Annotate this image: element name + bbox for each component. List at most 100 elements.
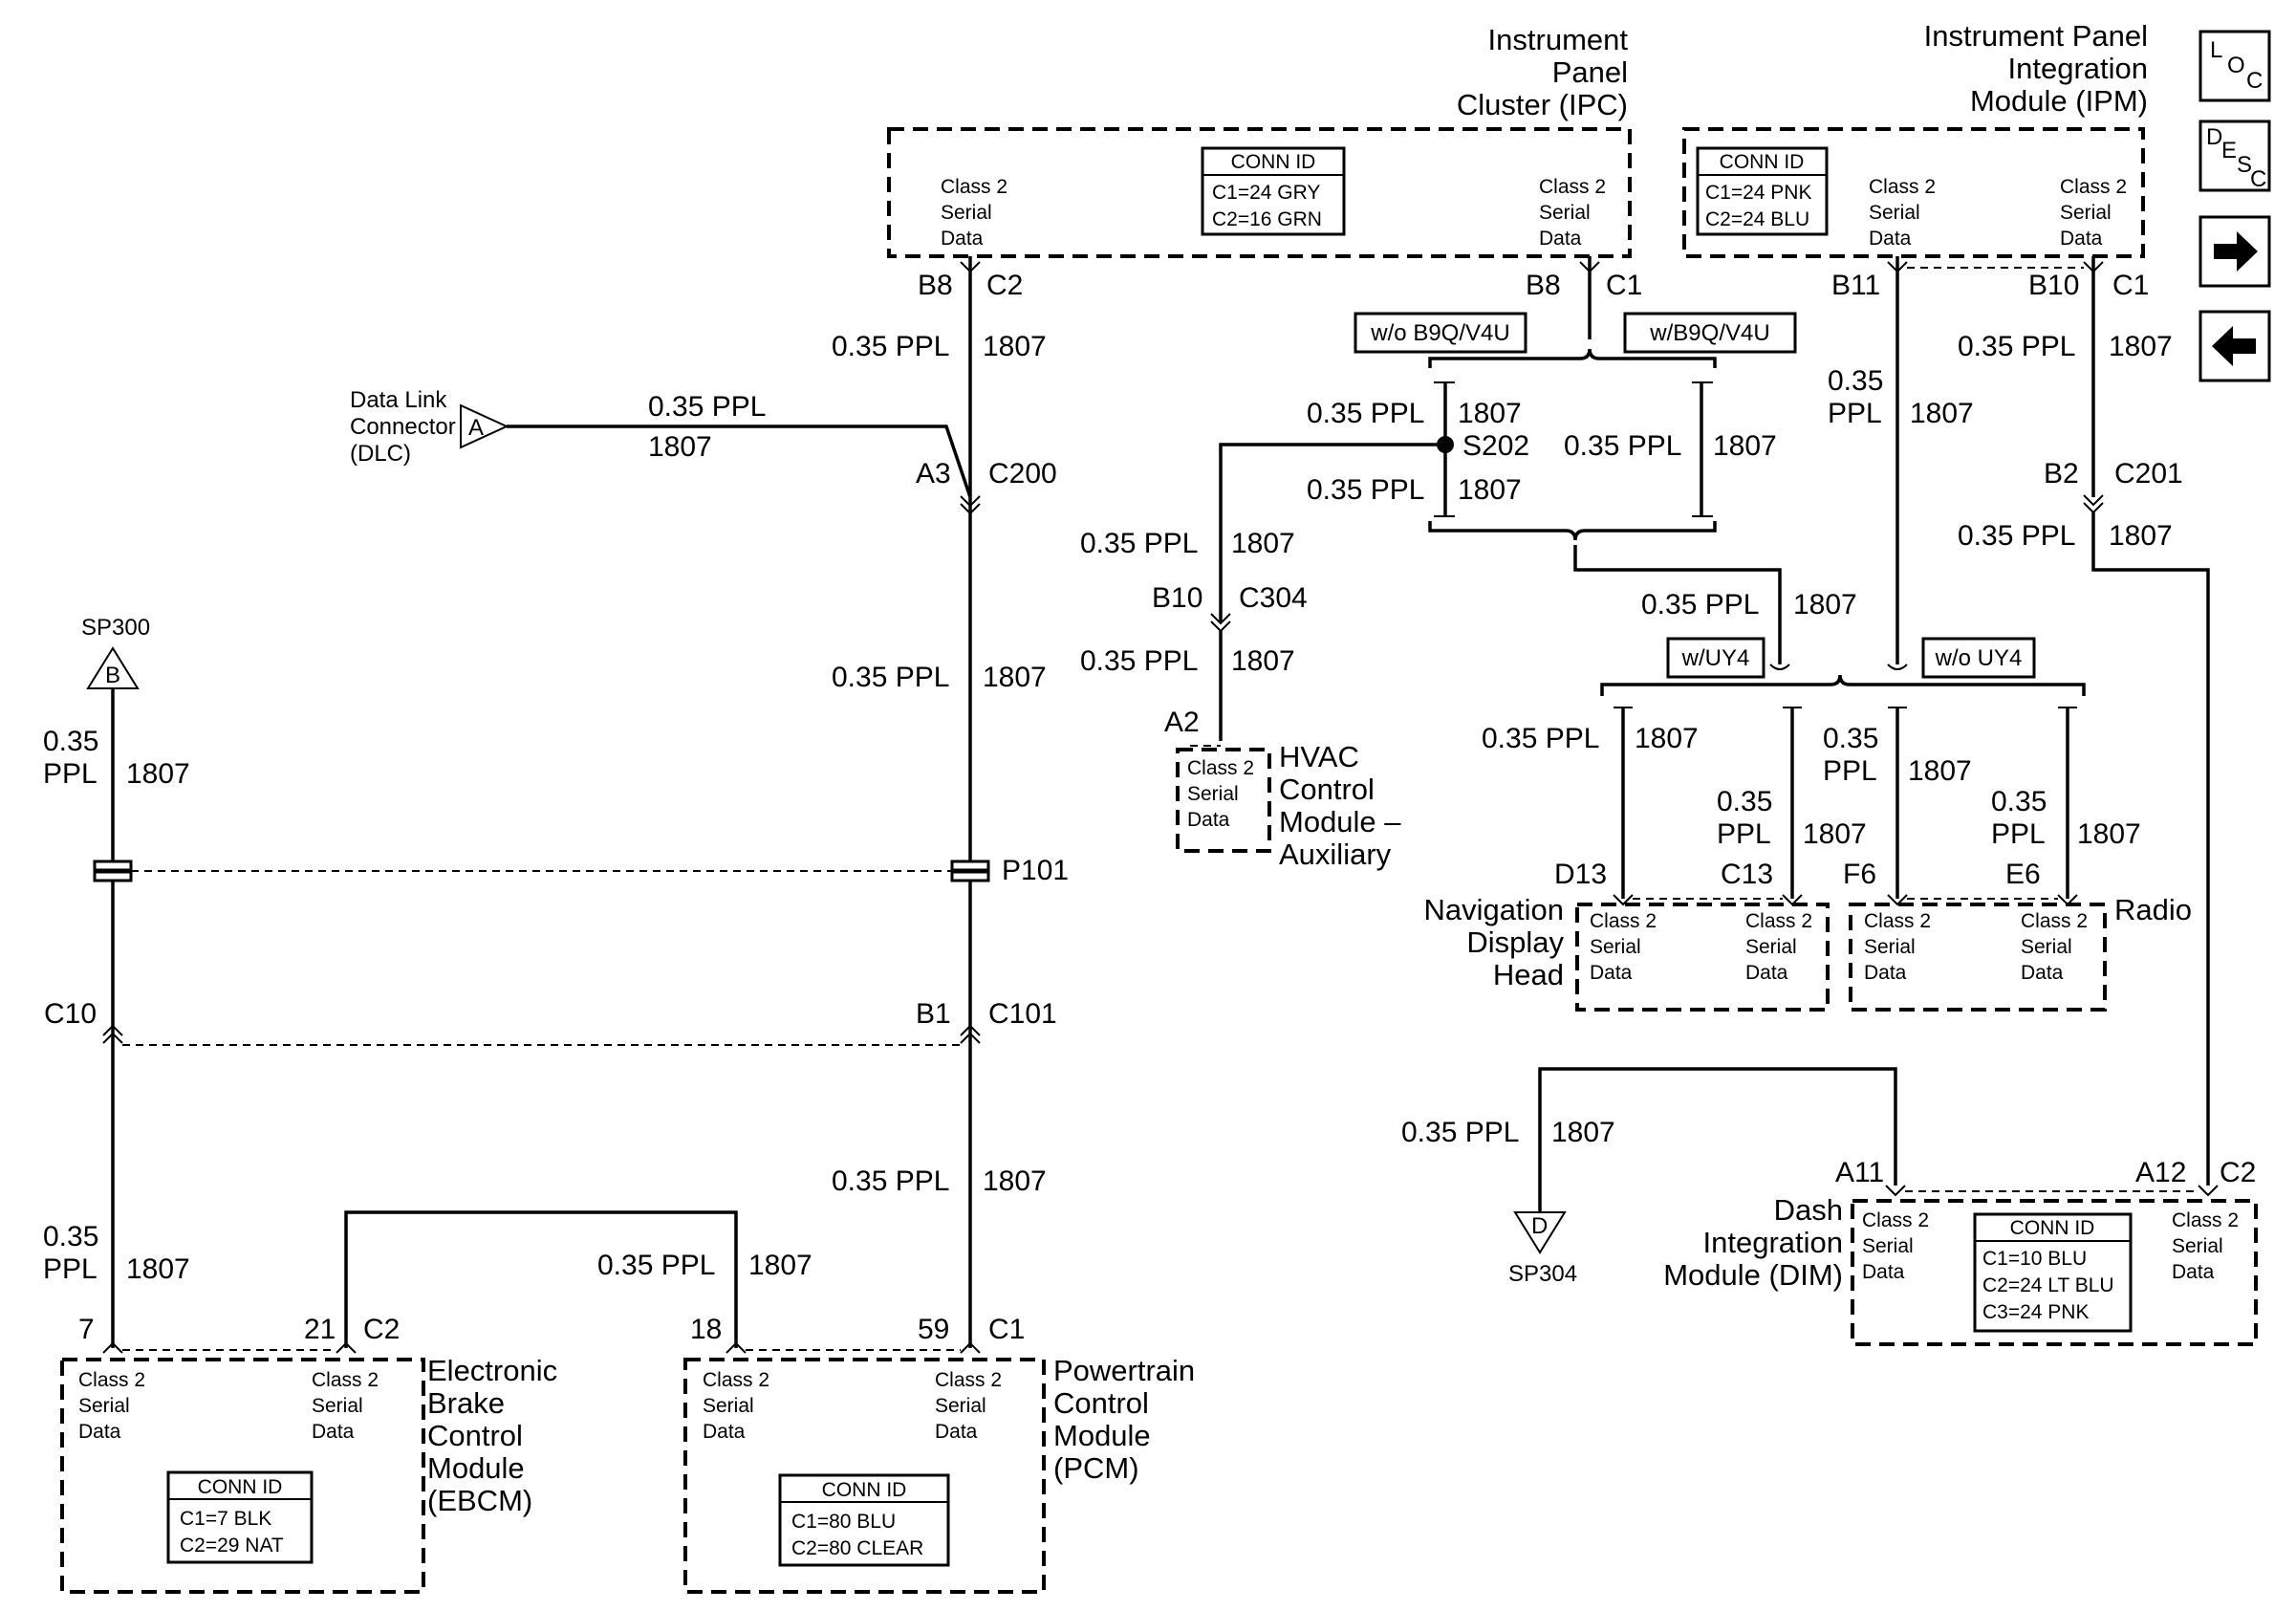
svg-text:Serial: Serial — [1745, 936, 1797, 958]
svg-text:1807: 1807 — [1713, 430, 1777, 462]
svg-text:CONN ID: CONN ID — [198, 1476, 283, 1498]
svg-text:C2=29 NAT: C2=29 NAT — [180, 1535, 284, 1557]
sp304-branch: D SP304 0.35 PPL 1807 — [1401, 1067, 1897, 1287]
svg-text:1807: 1807 — [2109, 331, 2173, 362]
svg-text:Serial: Serial — [941, 202, 992, 224]
loc-button[interactable]: L O C — [2199, 30, 2271, 102]
ipc-pin-c2: C2 — [986, 270, 1023, 301]
svg-text:0.35 PPL: 0.35 PPL — [1307, 474, 1424, 506]
main-trunk: B8 C2 0.35 PPL 1807 A3 C200 0.35 PPL 180… — [832, 256, 1069, 1348]
c101-pin: B1 — [916, 998, 951, 1030]
loc-icon[interactable] — [2199, 30, 2271, 102]
svg-text:0.35 PPL: 0.35 PPL — [832, 1165, 949, 1197]
svg-text:Class 2: Class 2 — [2172, 1209, 2239, 1231]
svg-text:0.35 PPL: 0.35 PPL — [1958, 520, 2075, 552]
svg-text:C1=80 BLU: C1=80 BLU — [791, 1511, 896, 1533]
ipc-name-line1: Instrument — [1488, 23, 1629, 56]
svg-text:Data: Data — [2060, 228, 2103, 250]
svg-text:1807: 1807 — [1231, 645, 1295, 677]
svg-text:Electronic: Electronic — [427, 1354, 557, 1387]
svg-text:Class 2: Class 2 — [2060, 176, 2127, 198]
svg-text:w/o UY4: w/o UY4 — [1935, 645, 2023, 671]
svg-text:Serial: Serial — [1862, 1235, 1914, 1257]
svg-text:1807: 1807 — [1231, 528, 1295, 559]
svg-text:Module: Module — [1053, 1419, 1151, 1452]
svg-text:D: D — [1531, 1213, 1548, 1239]
svg-text:C1=7 BLK: C1=7 BLK — [180, 1508, 271, 1530]
svg-text:Display: Display — [1466, 925, 1564, 959]
c201-label: C201 — [2114, 458, 2183, 490]
svg-text:0.35 PPL: 0.35 PPL — [1401, 1117, 1519, 1148]
s202-label: S202 — [1462, 430, 1529, 462]
dim-module: A11 A12 C2 Class 2 Serial Data Class 2 S… — [1663, 1157, 2258, 1346]
ipm-name-line1: Instrument Panel — [1924, 19, 2148, 53]
svg-text:Class 2: Class 2 — [935, 1369, 1002, 1391]
svg-text:0.35 PPL: 0.35 PPL — [1958, 331, 2075, 362]
svg-text:Data: Data — [1187, 809, 1230, 831]
ipm-conn-id-box: CONN ID C1=24 PNK C2=24 BLU — [1696, 146, 1829, 236]
svg-text:Brake: Brake — [427, 1386, 505, 1420]
svg-text:Module –: Module – — [1279, 805, 1401, 838]
svg-text:Serial: Serial — [2172, 1235, 2223, 1257]
pcm-conn-id-box: CONN ID C1=80 BLU C2=80 CLEAR — [778, 1473, 950, 1567]
svg-text:0.35: 0.35 — [1991, 786, 2047, 817]
svg-text:S: S — [2237, 152, 2252, 178]
svg-text:O: O — [2227, 53, 2245, 78]
svg-text:Data: Data — [2172, 1261, 2215, 1283]
svg-text:Class 2: Class 2 — [941, 176, 1007, 198]
svg-text:A: A — [468, 415, 484, 441]
svg-text:Class 2: Class 2 — [1539, 176, 1606, 198]
svg-text:Data: Data — [1590, 962, 1633, 984]
svg-text:1807: 1807 — [748, 1250, 812, 1281]
svg-text:Data: Data — [703, 1421, 746, 1443]
svg-text:0.35 PPL: 0.35 PPL — [1307, 398, 1424, 429]
svg-text:Serial: Serial — [2060, 202, 2112, 224]
svg-text:1807: 1807 — [648, 431, 712, 463]
desc-button[interactable]: D E S C — [2199, 120, 2271, 192]
next-button[interactable] — [2199, 215, 2271, 288]
svg-text:Class 2: Class 2 — [703, 1369, 769, 1391]
svg-text:Serial: Serial — [1869, 202, 1920, 224]
radio-pin-e6: E6 — [2005, 859, 2041, 890]
svg-text:1807: 1807 — [1458, 398, 1522, 429]
nav-display-module: D13 C13 Class 2 Serial Data Class 2 Seri… — [1424, 859, 1830, 1012]
svg-text:CONN ID: CONN ID — [2010, 1217, 2095, 1239]
svg-text:Class 2: Class 2 — [1864, 910, 1931, 932]
svg-text:0.35 PPL: 0.35 PPL — [597, 1250, 715, 1281]
svg-text:Serial: Serial — [312, 1395, 363, 1417]
radio-pin-f6: F6 — [1843, 859, 1876, 890]
svg-text:Class 2: Class 2 — [1187, 757, 1254, 779]
svg-text:Class 2: Class 2 — [1745, 910, 1812, 932]
svg-text:Module: Module — [427, 1451, 525, 1485]
svg-text:C2=80 CLEAR: C2=80 CLEAR — [791, 1537, 923, 1559]
svg-text:Serial: Serial — [703, 1395, 754, 1417]
svg-text:1807: 1807 — [1803, 818, 1867, 850]
svg-text:Data: Data — [1864, 962, 1907, 984]
svg-text:Head: Head — [1493, 958, 1564, 991]
c10-label: C10 — [44, 998, 97, 1030]
ipc-class2-right: Class 2 Serial Data — [1539, 176, 1606, 250]
option-w-b9q — [1623, 312, 1797, 354]
svg-text:0.35: 0.35 — [43, 726, 98, 757]
option-wo-uy4 — [1921, 637, 2036, 679]
svg-text:C1=24 PNK: C1=24 PNK — [1705, 182, 1811, 204]
option-wo-b9q — [1354, 312, 1527, 354]
svg-text:Dash: Dash — [1774, 1193, 1843, 1227]
nav-pin-c13: C13 — [1721, 859, 1773, 890]
svg-text:Data: Data — [935, 1421, 978, 1443]
svg-text:Serial: Serial — [1590, 936, 1641, 958]
c201-pin: B2 — [2044, 458, 2079, 490]
svg-text:C2=16 GRN: C2=16 GRN — [1212, 208, 1322, 230]
svg-text:Data: Data — [1539, 228, 1582, 250]
svg-text:C2=24 BLU: C2=24 BLU — [1705, 208, 1809, 230]
desc-icon[interactable] — [2199, 120, 2271, 192]
svg-text:w/UY4: w/UY4 — [1681, 645, 1750, 671]
svg-text:Control: Control — [1053, 1386, 1149, 1420]
svg-text:CONN ID: CONN ID — [822, 1479, 907, 1501]
back-button[interactable] — [2199, 310, 2271, 382]
svg-text:1807: 1807 — [1910, 398, 1974, 429]
svg-text:Serial: Serial — [2021, 936, 2072, 958]
svg-text:0.35: 0.35 — [1828, 365, 1883, 397]
dim-pin-a12: A12 — [2135, 1157, 2186, 1188]
svg-text:Integration: Integration — [1703, 1226, 1844, 1259]
